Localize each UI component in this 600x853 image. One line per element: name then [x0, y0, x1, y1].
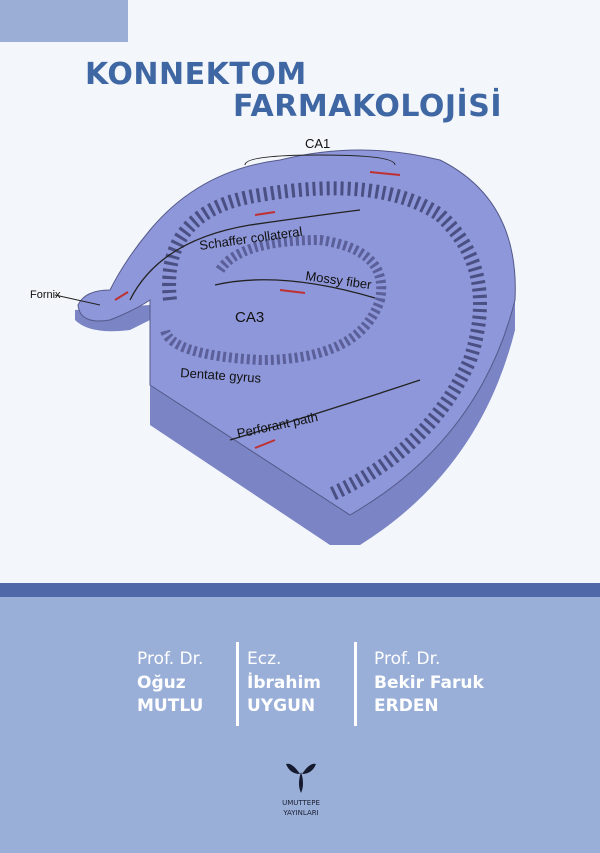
author-last-name: MUTLU [137, 696, 204, 716]
author-2: Ecz. İbrahim UYGUN [247, 648, 321, 719]
divider-band [0, 583, 600, 597]
publisher-name-line1: UMUTTEPE [282, 799, 320, 807]
label-ca3: CA3 [235, 309, 264, 326]
author-1: Prof. Dr. Oğuz MUTLU [137, 648, 203, 719]
arrow-icon [369, 171, 401, 176]
book-title-line1: KONNEKTOM [85, 57, 307, 92]
author-first-name: İbrahim [247, 672, 321, 693]
corner-block [0, 0, 128, 42]
book-title-line2: FARMAKOLOJİSİ [233, 89, 502, 124]
arrow-icon [279, 289, 306, 294]
author-3: Prof. Dr. Bekir Faruk ERDEN [374, 648, 484, 719]
author-last-name: ERDEN [374, 696, 439, 716]
schaffer-path [129, 209, 361, 301]
arrow-icon [254, 211, 276, 216]
mossy-path [214, 279, 376, 299]
arrow-icon [254, 439, 276, 449]
author-divider [236, 642, 239, 726]
label-fornix: Fornix [30, 289, 61, 301]
label-dentate: Dentate gyrus [180, 365, 262, 386]
author-title: Prof. Dr. [374, 649, 441, 669]
author-divider [354, 642, 357, 726]
publisher-logo: UMUTTEPE YAYINLARI [276, 760, 326, 818]
label-ca1: CA1 [305, 136, 330, 151]
publisher-name-line2: YAYINLARI [283, 809, 319, 817]
author-last-name: UYGUN [247, 696, 316, 716]
diagram-top-face [77, 149, 516, 516]
author-first-name: Bekir Faruk [374, 672, 484, 693]
author-title: Prof. Dr. [137, 649, 204, 669]
arrow-icon [114, 291, 129, 301]
perforant-path [229, 379, 421, 441]
author-title: Ecz. [247, 649, 282, 669]
dentate-granule-layer [160, 234, 387, 366]
hippocampus-diagram: CA1 Schaffer collateral Mossy fiber CA3 … [30, 136, 516, 545]
diagram-side-face [150, 300, 515, 545]
author-first-name: Oğuz [137, 672, 186, 693]
pyramidal-layer [162, 181, 487, 502]
lower-panel [0, 597, 600, 853]
ca1-bracket [244, 154, 396, 166]
umuttepe-logo-icon [286, 763, 316, 793]
